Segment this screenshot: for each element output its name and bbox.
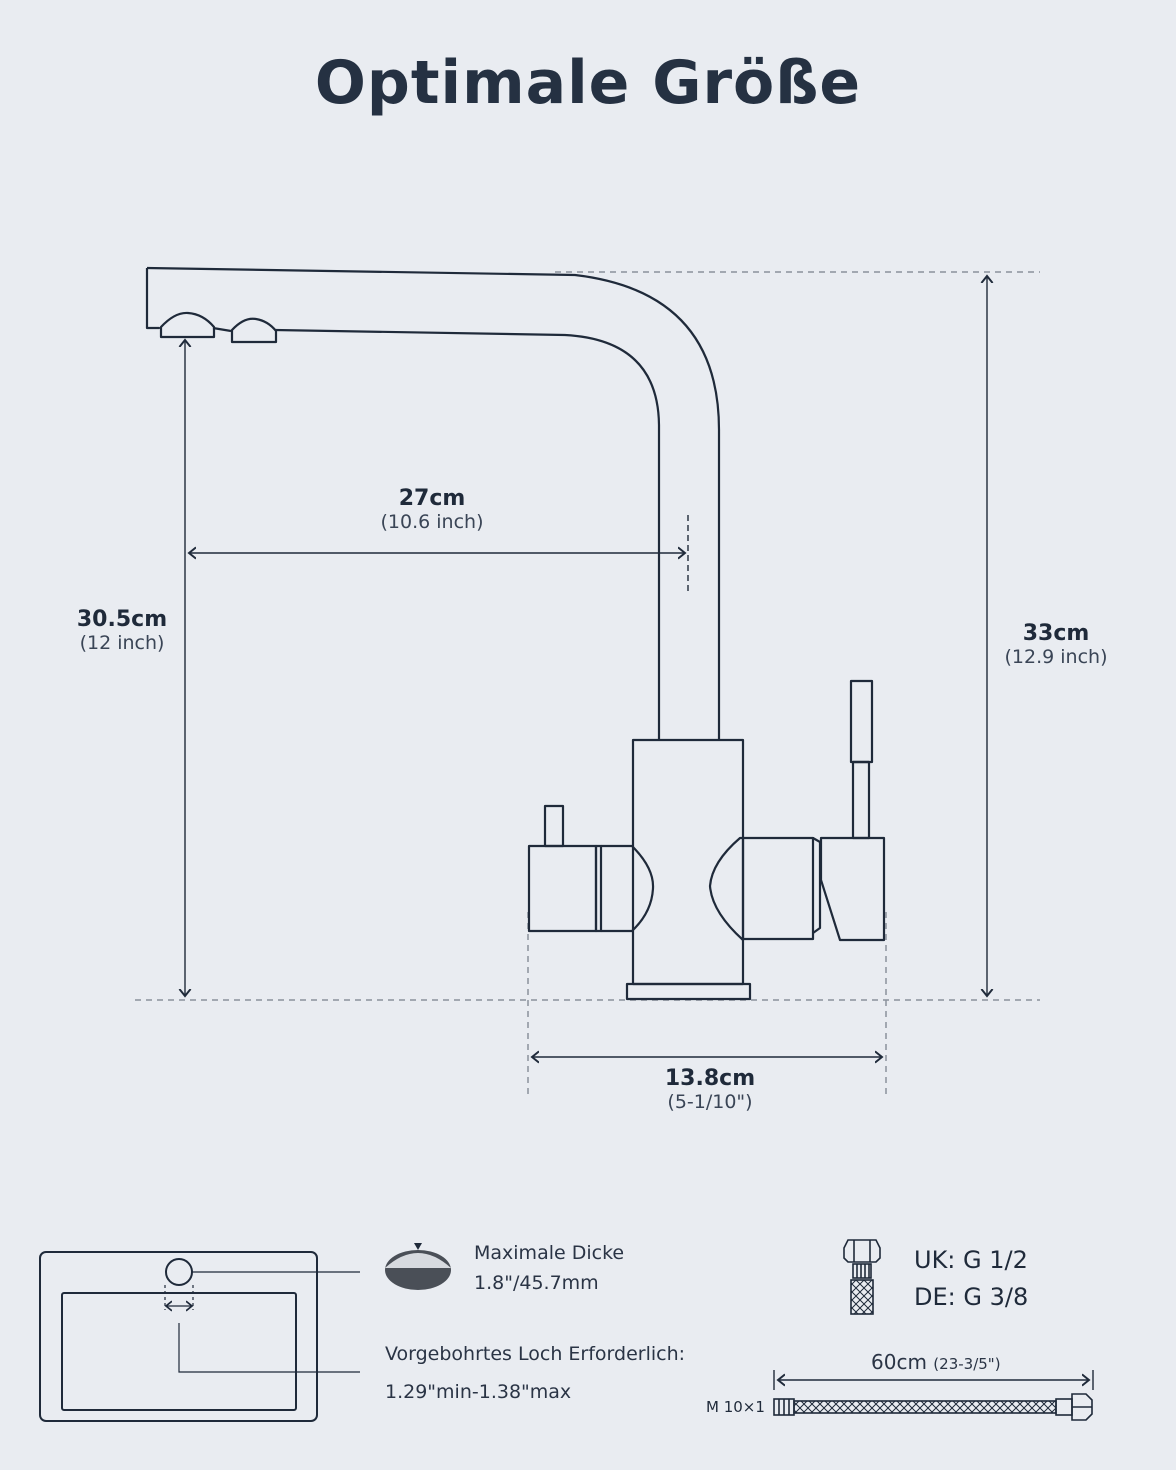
reach-metric: 27cm (398, 486, 466, 511)
hole-value: 1.29"min-1.38"max (385, 1381, 572, 1403)
thickness-value: 1.8"/45.7mm (474, 1272, 599, 1294)
dimension-arrows (185, 276, 987, 1057)
total-height-imperial: (12.9 inch) (1004, 646, 1108, 668)
reach-imperial: (10.6 inch) (380, 511, 484, 533)
faucet-outline (145, 266, 886, 1001)
faucet-hole (165, 1258, 193, 1286)
spout-height-imperial: (12 inch) (79, 632, 165, 654)
left-lever (543, 804, 565, 848)
spout-height-metric: 30.5cm (76, 607, 168, 632)
hole-label: Vorgebohrtes Loch Erforderlich: (385, 1343, 686, 1365)
page-title: Optimale Größe (314, 48, 862, 118)
hose-thread: M 10×1 (706, 1398, 765, 1416)
thickness-icon (385, 1243, 451, 1290)
spout-height-label: 30.5cm (12 inch) (62, 607, 182, 654)
right-handle-block (741, 836, 815, 941)
right-lever-base (819, 836, 886, 942)
faucet-base (625, 982, 752, 1001)
left-handle-block (527, 844, 598, 933)
sink-outer (39, 1251, 318, 1422)
right-lever-stem (851, 760, 871, 840)
left-nozzle (159, 311, 216, 339)
connection-uk: UK: G 1/2 (914, 1246, 1028, 1274)
total-height-label: 33cm (12.9 inch) (996, 621, 1116, 668)
base-width-metric: 13.8cm (664, 1066, 756, 1091)
total-height-metric: 33cm (1022, 621, 1090, 646)
sink-basin (61, 1292, 297, 1411)
thickness-label: Maximale Dicke (474, 1242, 625, 1264)
right-lever-top (849, 679, 874, 764)
right-nozzle (230, 317, 278, 344)
sink-top-view (39, 1251, 360, 1422)
hose-length-metric: 60cm (871, 1350, 927, 1374)
left-handle-knob (601, 844, 655, 933)
right-handle-knob (708, 836, 744, 941)
hose-length-imperial: (23-3/5") (933, 1355, 1001, 1373)
hose-icon (773, 1370, 1094, 1421)
base-width-imperial: (5-1/10") (667, 1091, 753, 1113)
hose-length: 60cm (23-3/5") (871, 1350, 1001, 1374)
connection-de: DE: G 3/8 (914, 1283, 1029, 1311)
base-width-label: 13.8cm (5-1/10") (650, 1066, 770, 1113)
connector-icon (843, 1239, 881, 1315)
faucet-body (631, 738, 745, 986)
reference-lines (135, 271, 1040, 1098)
reach-label: 27cm (10.6 inch) (372, 486, 492, 533)
spout (145, 266, 721, 740)
